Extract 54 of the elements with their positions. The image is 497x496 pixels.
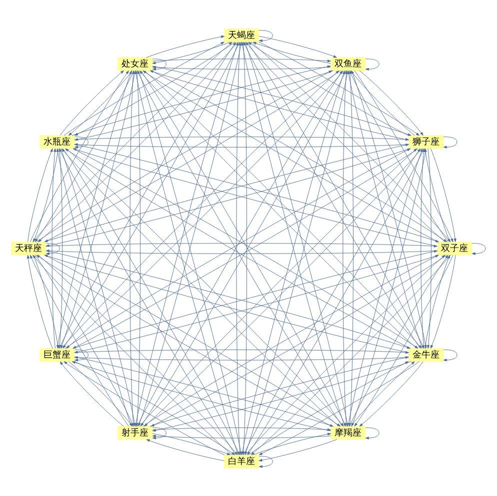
arrow [258, 36, 337, 58]
arrow [68, 360, 132, 426]
arrow [74, 356, 409, 360]
arrow [359, 70, 424, 136]
arrow [152, 41, 231, 64]
arrow [152, 427, 166, 439]
arrow [258, 438, 338, 461]
arrow [236, 42, 242, 454]
arrow [28, 148, 53, 242]
arrow [33, 254, 60, 348]
arrow [350, 70, 415, 136]
arrow [146, 438, 224, 460]
arrow [252, 41, 331, 64]
node-box: 天秤座 [11, 241, 46, 255]
arrow [443, 349, 458, 361]
node-box: 双鱼座 [330, 56, 366, 70]
arrow [424, 148, 450, 242]
arrow [60, 70, 124, 135]
arrow [52, 148, 56, 348]
arrow [152, 65, 331, 69]
arrow [252, 432, 332, 455]
arrow [136, 70, 141, 426]
arrow [427, 148, 432, 348]
node-box: 狮子座 [408, 134, 444, 148]
arrow [258, 30, 273, 42]
arrow [46, 242, 438, 247]
arrow [152, 427, 331, 431]
node-box: 巨蟹座 [40, 348, 75, 362]
arrow [258, 456, 273, 468]
arrow [365, 427, 380, 439]
arrow [68, 70, 132, 136]
arrow [242, 42, 247, 454]
node-box: 天蝎座 [224, 28, 260, 42]
node-box: 双子座 [436, 241, 472, 255]
arrow [60, 360, 124, 426]
arrow [443, 136, 458, 148]
node-box: 金牛座 [408, 348, 444, 362]
arrow [152, 434, 331, 438]
arrow [146, 35, 225, 58]
arrow [152, 58, 166, 70]
node-box: 白羊座 [224, 454, 260, 468]
arrow [152, 432, 230, 455]
arrow [33, 148, 58, 242]
arrow [152, 58, 331, 62]
node-box: 处女座 [118, 56, 153, 70]
arrow [472, 242, 486, 254]
arrow [430, 148, 456, 242]
arrow [26, 254, 53, 348]
arrow [359, 361, 424, 426]
node-box: 水瓶座 [40, 134, 75, 148]
arrow [74, 136, 88, 148]
node-box: 射手座 [118, 426, 153, 440]
node-box: 摩羯座 [330, 426, 366, 440]
arrow [365, 58, 380, 70]
